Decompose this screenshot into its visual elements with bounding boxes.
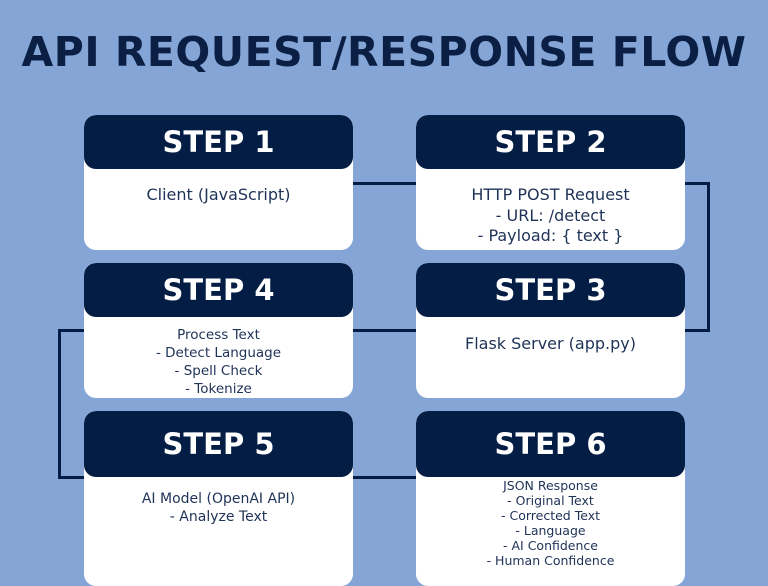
step-1-text: Client (JavaScript) [146,185,291,204]
connector-1-2 [352,182,416,185]
connector-4-5-top [58,329,85,332]
step-5-text: AI Model (OpenAI API) - Analyze Text [141,491,296,525]
step-4-text: Process Text - Detect Language - Spell C… [155,327,282,397]
step-4-header: STEP 4 [84,263,353,317]
connector-3-4 [352,329,416,332]
step-1-header: STEP 1 [84,115,353,169]
connector-4-5-vertical [58,329,61,479]
step-3-text: Flask Server (app.py) [464,334,636,353]
connector-4-5-bottom [58,476,85,479]
step-5-header: STEP 5 [84,411,353,477]
step-2-card: STEP 2 HTTP POST Request - URL: /detect … [416,115,685,250]
step-3-card: STEP 3 Flask Server (app.py) [416,263,685,398]
step-6-text: JSON Response - Original Text - Correcte… [486,478,615,568]
step-5-card: STEP 5 AI Model (OpenAI API) - Analyze T… [84,411,353,586]
step-2-text: HTTP POST Request - URL: /detect - Paylo… [471,185,630,245]
step-6-card: STEP 6 JSON Response - Original Text - C… [416,411,685,586]
step-1-card: STEP 1 Client (JavaScript) [84,115,353,250]
connector-2-3-bottom [684,329,710,332]
connector-2-3-top [684,182,710,185]
step-4-card: STEP 4 Process Text - Detect Language - … [84,263,353,398]
step-2-header: STEP 2 [416,115,685,169]
connector-5-6 [352,476,416,479]
connector-2-3-vertical [707,182,710,332]
step-3-header: STEP 3 [416,263,685,317]
page-title: API REQUEST/RESPONSE FLOW [21,28,747,76]
step-6-header: STEP 6 [416,411,685,477]
